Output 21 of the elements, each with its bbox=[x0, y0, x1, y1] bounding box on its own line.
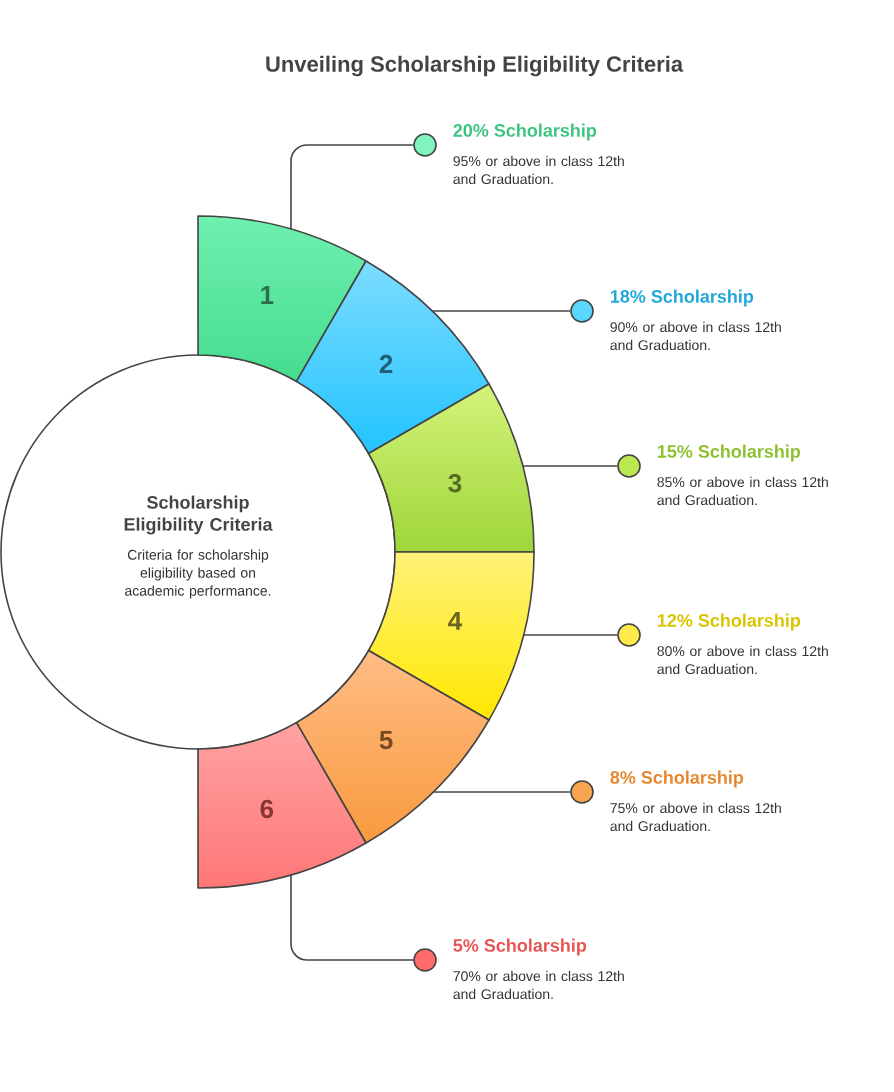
connector-line bbox=[431, 310, 571, 312]
callout-title: 12% Scholarship bbox=[657, 613, 801, 631]
callout-description: 75% or above in class 12th and Graduation. bbox=[610, 802, 781, 832]
connector-line bbox=[290, 144, 414, 230]
callout-title: 20% Scholarship bbox=[453, 123, 597, 141]
connector-line bbox=[522, 465, 618, 467]
callout-description: 90% or above in class 12th and Graduation. bbox=[610, 321, 781, 351]
callout-description: 70% or above in class 12th and Graduation. bbox=[453, 970, 624, 1000]
connector-line bbox=[432, 791, 571, 793]
connector-line bbox=[522, 634, 618, 636]
callout-description: 95% or above in class 12th and Graduation. bbox=[453, 155, 624, 185]
callout-description: 80% or above in class 12th and Graduation. bbox=[657, 645, 828, 675]
callout-title: 18% Scholarship bbox=[610, 289, 754, 307]
callout-description: 85% or above in class 12th and Graduation. bbox=[657, 476, 828, 506]
title: Unveiling Scholarship Eligibility Criteria bbox=[266, 55, 684, 77]
hub-description: Criteria for scholarship eligibility based on academic performance. bbox=[125, 549, 271, 599]
callout-title: 8% Scholarship bbox=[610, 770, 744, 788]
callout-title: 5% Scholarship bbox=[453, 938, 587, 956]
connector-line bbox=[290, 874, 414, 961]
callout-title: 15% Scholarship bbox=[657, 444, 801, 462]
hub-title: Scholarship Eligibility Criteria bbox=[124, 495, 273, 535]
